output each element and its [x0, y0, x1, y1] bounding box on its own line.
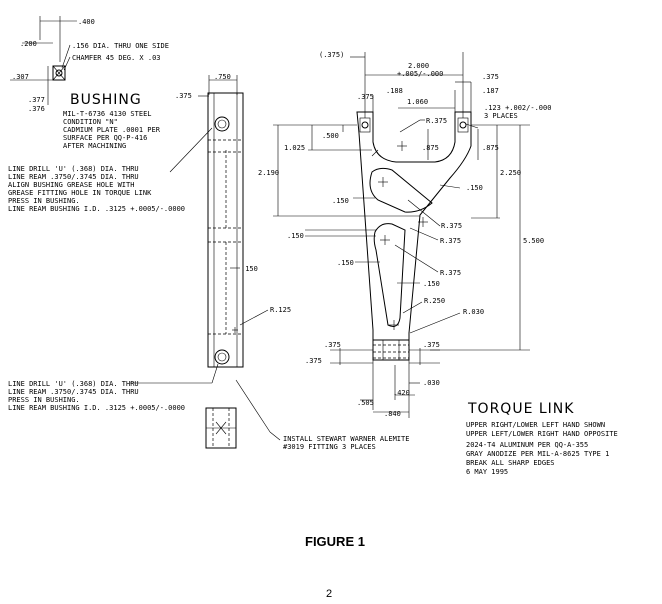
- dim-2000: 2.000: [408, 62, 429, 70]
- dim-5500: 5.500: [523, 237, 544, 245]
- upper-note-2: LINE REAM .3750/.3745 DIA. THRU: [8, 173, 139, 181]
- figure-caption: FIGURE 1: [305, 534, 365, 549]
- radius-250: R.250: [424, 297, 445, 305]
- bottom-boss: [372, 339, 410, 361]
- dim-875-b: .875: [482, 144, 499, 152]
- dim-400: .400: [78, 18, 95, 26]
- bushing-spec-3: CADMIUM PLATE .0001 PER: [63, 126, 161, 134]
- dim-187: .187: [482, 87, 499, 95]
- bushing-spec-4: SURFACE PER QQ-P-416: [63, 134, 147, 142]
- hole-note-1: .123 +.002/-.000: [484, 104, 551, 112]
- dim-188: .188: [386, 87, 403, 95]
- radius-375-c: R.375: [440, 237, 461, 245]
- lower-note-1: LINE DRILL 'U' (.368) DIA. THRU: [8, 380, 139, 388]
- lower-note-4: LINE REAM BUSHING I.D. .3125 +.0005/-.00…: [8, 404, 185, 412]
- dim-150-e: .150: [423, 280, 440, 288]
- link-hole-1: [361, 121, 369, 129]
- link-hole-2: [459, 121, 467, 129]
- chamfer-note: CHAMFER 45 DEG. X .03: [72, 54, 161, 62]
- side-view: .750 .375 .150 R.125 LINE DRILL 'U' (.36…: [8, 73, 409, 451]
- bushing-title: BUSHING: [70, 92, 142, 108]
- link-note-4: GRAY ANODIZE PER MIL-A-8625 TYPE 1: [466, 450, 609, 458]
- upper-note-1: LINE DRILL 'U' (.368) DIA. THRU: [8, 165, 139, 173]
- bushing-spec-1: MIL-T-6736 4130 STEEL: [63, 110, 152, 118]
- dim-376: .376: [28, 105, 45, 113]
- upper-note-3: ALIGN BUSHING GREASE HOLE WITH: [8, 181, 134, 189]
- fitting-note-2: #3019 FITTING 3 PLACES: [283, 443, 376, 451]
- dim-307: .307: [12, 73, 29, 81]
- dim-375-bottom-right: .375: [423, 341, 440, 349]
- bushing-spec-2: CONDITION "N": [63, 118, 118, 126]
- dim-150-b: .150: [332, 197, 349, 205]
- dim-750: .750: [214, 73, 231, 81]
- upper-bushing-hole: [214, 116, 230, 132]
- link-note-5: BREAK ALL SHARP EDGES: [466, 459, 555, 467]
- link-note-1: UPPER RIGHT/LOWER LEFT HAND SHOWN: [466, 421, 605, 429]
- link-note-2: UPPER LEFT/LOWER RIGHT HAND OPPOSITE: [466, 430, 618, 438]
- dim-840: .840: [384, 410, 401, 418]
- upper-note-5: PRESS IN BUSHING.: [8, 197, 80, 205]
- dim-375-top-left: .375: [357, 93, 374, 101]
- fitting-note-1: INSTALL STEWART WARNER ALEMITE: [283, 435, 409, 443]
- dim-150-c: .150: [287, 232, 304, 240]
- link-note-6: 6 MAY 1995: [466, 468, 508, 476]
- upper-note-6: LINE REAM BUSHING I.D. .3125 +.0005/-.00…: [8, 205, 185, 213]
- dim-375-bottom-left: .375: [324, 341, 341, 349]
- radius-375-d: R.375: [440, 269, 461, 277]
- dim-500: .500: [322, 132, 339, 140]
- torque-link-title: TORQUE LINK: [467, 401, 574, 417]
- dim-150-side: .150: [241, 265, 258, 273]
- radius-375-b: R.375: [441, 222, 462, 230]
- bushing-hole: [55, 69, 63, 77]
- link-note-3: 2024-T4 ALUMINUM PER QQ-A-355: [466, 441, 588, 449]
- torque-link-outline: [356, 111, 472, 361]
- bushing-spec-5: AFTER MACHINING: [63, 142, 126, 150]
- dim-375-bottom-left-2: .375: [305, 357, 322, 365]
- dim-375-top-right: .375: [482, 73, 499, 81]
- hole-note-2: 3 PLACES: [484, 112, 518, 120]
- dim-200: .200: [20, 40, 37, 48]
- dim-420: .420: [393, 389, 410, 397]
- hole-note: .156 DIA. THRU ONE SIDE: [72, 42, 169, 50]
- lower-bushing-hole: [214, 349, 230, 365]
- torque-link-view: (.375) 2.000 +.005/-.000 .375 .188 .187 …: [258, 51, 618, 476]
- dim-150-d: .150: [337, 259, 354, 267]
- dim-1060: 1.060: [407, 98, 428, 106]
- upper-note-4: GREASE FITTING HOLE IN TORQUE LINK: [8, 189, 152, 197]
- dim-2190: 2.190: [258, 169, 279, 177]
- dim-150-a: .150: [466, 184, 483, 192]
- radius-125: R.125: [270, 306, 291, 314]
- dim-375-side: .375: [175, 92, 192, 100]
- radius-375-a: R.375: [426, 117, 447, 125]
- dim-875-a: .875: [422, 144, 439, 152]
- dim-2000-tol: +.005/-.000: [397, 70, 443, 78]
- dim-1025: 1.025: [284, 144, 305, 152]
- bushing-section: [52, 65, 66, 81]
- bushing-detail: .400 .200 .156 DIA. THRU ONE SIDE CHAMFE…: [10, 16, 169, 150]
- radius-030: R.030: [463, 308, 484, 316]
- lower-note-2: LINE REAM .3750/.3745 DIA. THRU: [8, 388, 139, 396]
- dim-375-paren: (.375): [319, 51, 344, 59]
- dim-377: .377: [28, 96, 45, 104]
- lower-note-3: PRESS IN BUSHING.: [8, 396, 80, 404]
- lower-cutout: [373, 223, 406, 327]
- dim-030: .030: [423, 379, 440, 387]
- upper-cutout: [369, 167, 433, 213]
- side-view-outline: [207, 92, 244, 368]
- page-number: 2: [326, 588, 332, 600]
- dim-505: .505: [357, 399, 374, 407]
- dim-2250: 2.250: [500, 169, 521, 177]
